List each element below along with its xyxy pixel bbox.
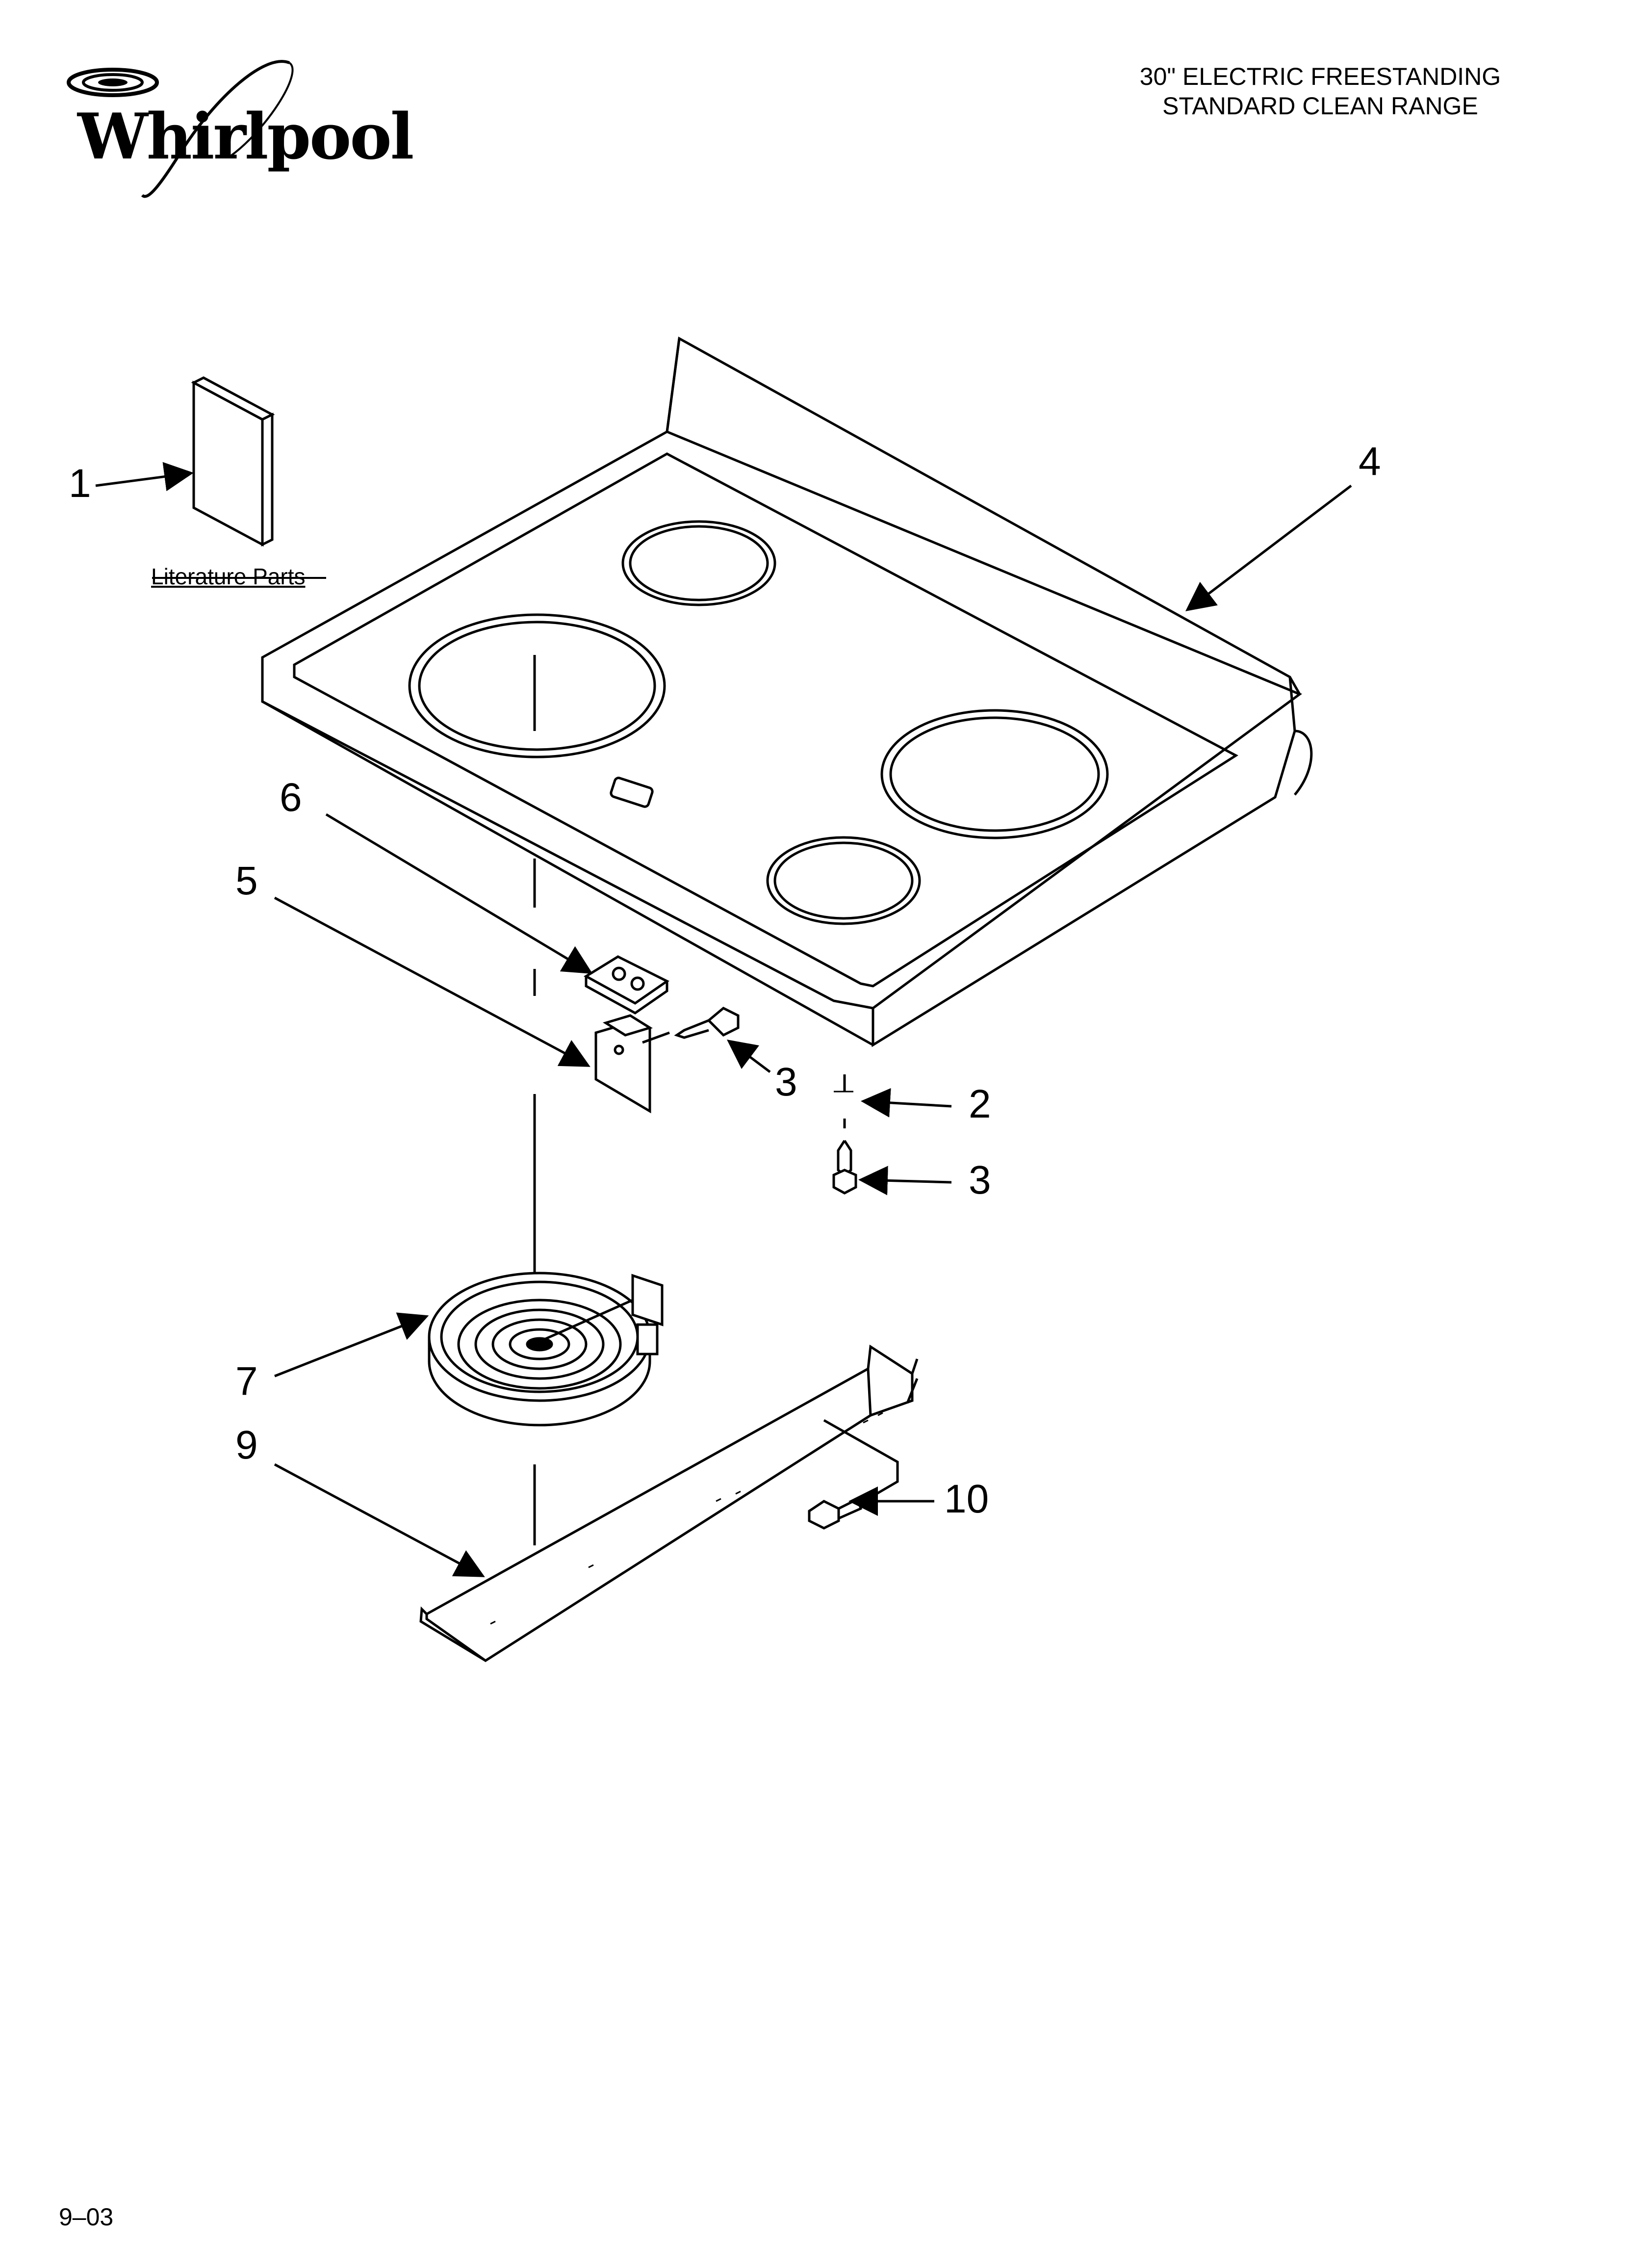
screw-icon [642,1007,740,1044]
callout-3-upper: 3 [775,1060,797,1104]
cooktop-icon [261,337,1313,1047]
literature-book-icon [152,376,326,579]
callout-6: 6 [280,775,302,820]
title-line-1: 30" ELECTRIC FREESTANDING [1139,63,1501,90]
title-line-2: STANDARD CLEAN RANGE [1162,92,1478,120]
switch-icon [584,955,669,1015]
screw-lower-icon [832,1140,857,1195]
footer-code: 9–03 [59,2203,114,2231]
clip-icon [834,1074,853,1128]
screw-10-icon [808,1497,862,1530]
whirlpool-logo: Whirlpool [59,53,414,210]
swirl-logo-icon [67,60,294,198]
support-rail-icon [419,1344,919,1663]
callout-7: 7 [235,1359,258,1404]
page-title: 30" ELECTRIC FREESTANDING STANDARD CLEAN… [1075,62,1565,121]
literature-parts-label: Literature Parts [151,564,306,589]
callout-3-lower: 3 [969,1158,991,1202]
callout-2: 2 [969,1082,991,1126]
bracket-icon [594,1014,653,1114]
logo-text: Whirlpool [77,100,414,174]
callout-4: 4 [1359,439,1381,484]
callout-5: 5 [235,859,258,903]
callout-9: 9 [235,1423,258,1467]
radiant-element-icon [428,1272,664,1427]
callout-1: 1 [69,461,91,506]
callout-10: 10 [944,1477,989,1521]
